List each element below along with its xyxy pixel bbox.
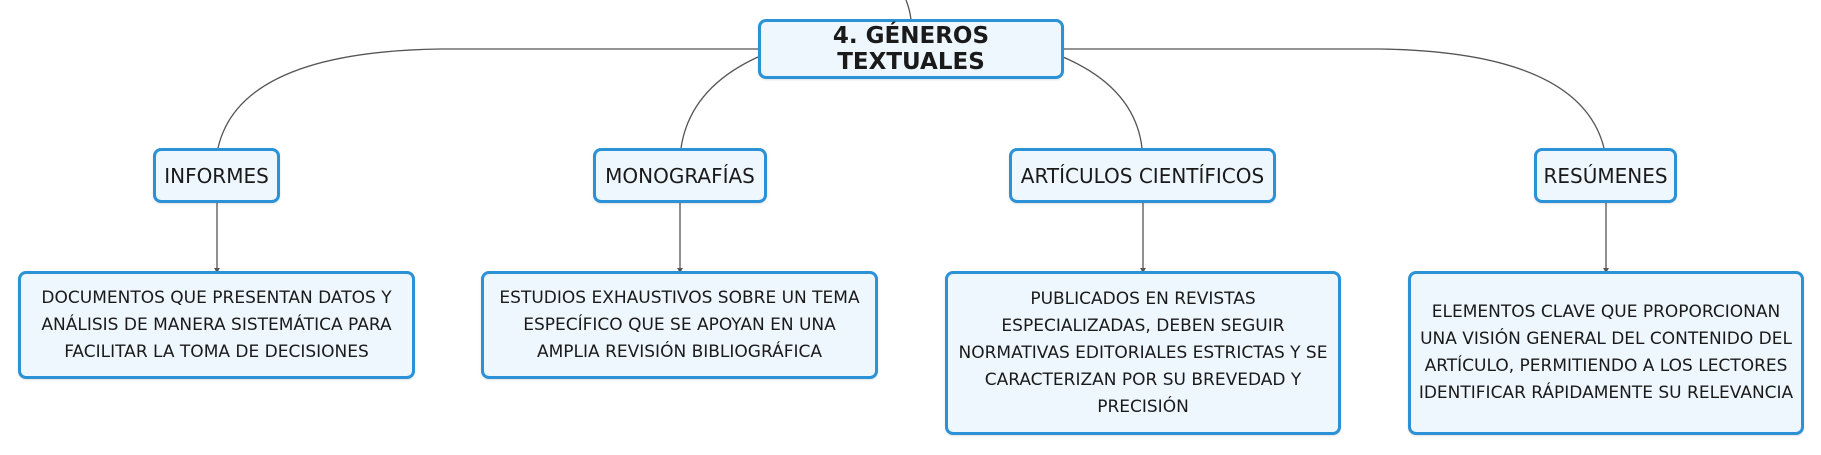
topic-articulos-cientificos[interactable]: ARTÍCULOS CIENTÍFICOS — [1009, 148, 1276, 203]
root-label: 4. GÉNEROS TEXTUALES — [832, 23, 990, 75]
connector-root-parent — [905, 0, 912, 21]
description-monografias[interactable]: ESTUDIOS EXHAUSTIVOS SOBRE UN TEMA ESPEC… — [481, 271, 878, 379]
topic-articulos-label: ARTÍCULOS CIENTÍFICOS — [1020, 163, 1265, 188]
connector-root-resumenes — [1063, 48, 1605, 149]
root-node[interactable]: 4. GÉNEROS TEXTUALES — [758, 19, 1064, 79]
connector-root-informes — [217, 48, 758, 149]
description-articulos-text: PUBLICADOS EN REVISTAS ESPECIALIZADAS, D… — [958, 288, 1328, 417]
description-monografias-text: ESTUDIOS EXHAUSTIVOS SOBRE UN TEMA ESPEC… — [499, 287, 860, 362]
topic-resumenes-label: RESÚMENES — [1543, 163, 1668, 188]
connector-root-articulos — [1062, 56, 1143, 149]
topic-monografias[interactable]: MONOGRAFÍAS — [593, 148, 767, 203]
description-informes[interactable]: DOCUMENTOS QUE PRESENTAN DATOS Y ANÁLISI… — [18, 271, 415, 379]
description-articulos[interactable]: PUBLICADOS EN REVISTAS ESPECIALIZADAS, D… — [945, 271, 1341, 435]
topic-informes[interactable]: INFORMES — [153, 148, 280, 203]
topic-informes-label: INFORMES — [164, 163, 269, 188]
topic-resumenes[interactable]: RESÚMENES — [1534, 148, 1677, 203]
topic-monografias-label: MONOGRAFÍAS — [605, 163, 755, 188]
description-resumenes-text: ELEMENTOS CLAVE QUE PROPORCIONAN UNA VIS… — [1418, 302, 1794, 403]
description-resumenes[interactable]: ELEMENTOS CLAVE QUE PROPORCIONAN UNA VIS… — [1408, 271, 1804, 435]
description-informes-text: DOCUMENTOS QUE PRESENTAN DATOS Y ANÁLISI… — [41, 287, 392, 362]
connector-root-monografias — [680, 56, 759, 149]
